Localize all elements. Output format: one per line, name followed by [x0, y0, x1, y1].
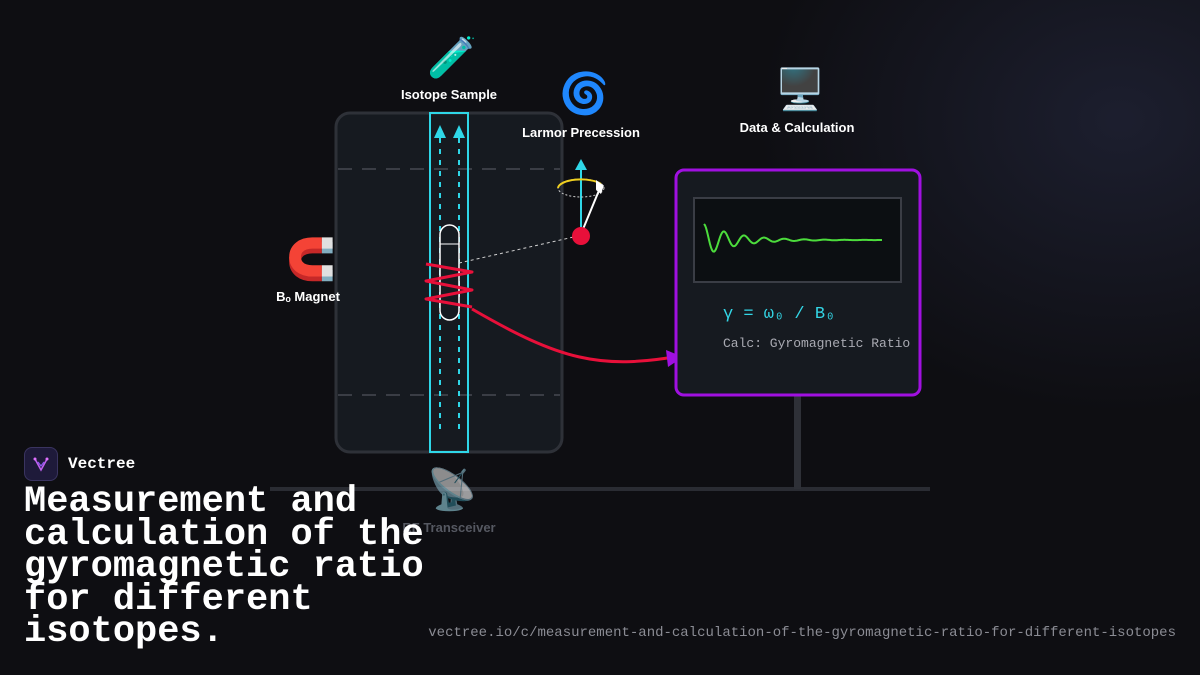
precession-orbit-arrow	[596, 180, 604, 190]
nucleus	[572, 227, 590, 245]
satellite-dish-icon: 📡	[427, 467, 477, 513]
fid-signal	[703, 223, 883, 253]
test-tube-icon: 🧪	[427, 35, 477, 81]
precession-axis-arrow	[575, 159, 587, 170]
rf-transceiver-label: RF Transceiver	[402, 520, 496, 535]
isotope-sample-label: Isotope Sample	[400, 87, 498, 102]
monitor-stand	[794, 396, 801, 489]
computer-icon: 🖥️	[775, 67, 825, 113]
zoom-link	[458, 235, 579, 264]
b0-arrow-left	[434, 125, 446, 138]
cyclone-icon: 🌀	[559, 71, 609, 117]
page-title: Measurement and calculation of the gyrom…	[24, 481, 424, 653]
magnet-icon: 🧲	[286, 237, 336, 283]
rf-coil	[424, 262, 474, 309]
brand-name: Vectree	[68, 455, 136, 473]
magnetic-moment-vector	[580, 187, 601, 235]
calc-caption: Calc: Gyromagnetic Ratio	[723, 336, 911, 351]
vectree-logo-icon	[24, 447, 58, 481]
precession-orbit	[557, 178, 602, 189]
magnet-label: Bₒ Magnet	[276, 289, 340, 304]
gyromagnetic-formula: γ = ω₀ / B₀	[723, 305, 836, 324]
data-calculation-label: Data & Calculation	[739, 120, 855, 135]
signal-cable	[471, 307, 681, 364]
magnetic-moment-arrow	[596, 185, 604, 194]
source-url[interactable]: vectree.io/c/measurement-and-calculation…	[428, 625, 1176, 641]
b0-arrow-right	[453, 125, 465, 138]
brand: Vectree	[24, 447, 135, 481]
larmor-precession-label: Larmor Precession	[522, 125, 640, 140]
